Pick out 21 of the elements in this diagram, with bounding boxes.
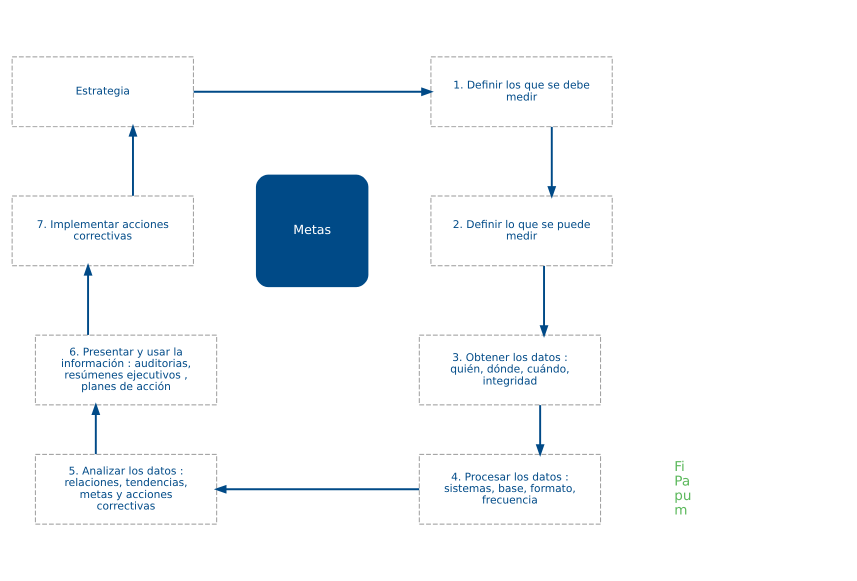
node-box: Metas [256, 174, 368, 287]
node-box: 3. Obtener los datos : quién, dónde, cuándo, integridad [418, 334, 602, 405]
label: pu [674, 488, 692, 504]
arrow [128, 123, 138, 196]
node-box: 5. Analizar los datos : relaciones, tendencias, metas y acciones correctivas [34, 453, 218, 524]
node-box: 4. Procesar los datos : sistemas, base, formato, frecuencia [418, 453, 602, 524]
label: m [674, 502, 688, 518]
arrow [214, 484, 420, 494]
label: Fi [674, 458, 685, 475]
node-box: 7. Implementar acciones correctivas [12, 195, 194, 266]
node-box: 2. Definir lo que se puede medir [430, 195, 613, 266]
arrow [536, 404, 545, 456]
arrow [547, 126, 556, 198]
arrow [194, 86, 434, 96]
label: Pa [674, 473, 690, 490]
node-box: 6. Presentar y usar la información : auditorias, resúmenes ejecutivos , planes de acción [34, 334, 218, 405]
node-box: 1. Definir los que se debe medir [430, 56, 613, 127]
arrow [84, 262, 92, 334]
arrow [540, 266, 548, 338]
arrow [91, 402, 100, 454]
node-box: Estrategia [12, 56, 194, 127]
